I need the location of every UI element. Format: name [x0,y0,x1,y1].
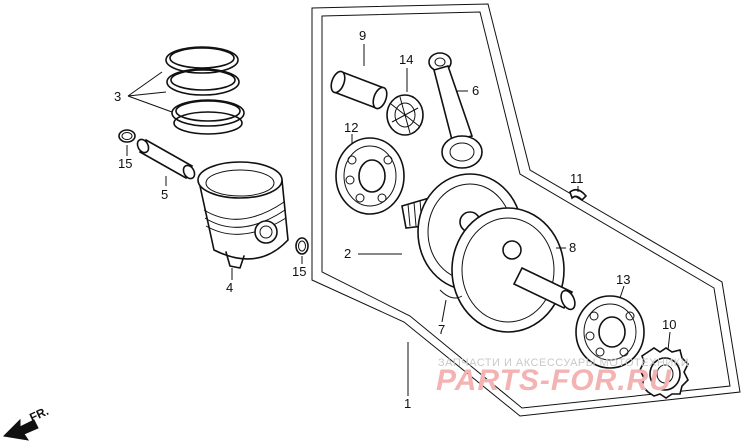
right-main-bearing [575,295,645,369]
assembly-frame [311,3,741,417]
crank-pin [330,70,388,110]
left-main-bearing [335,137,405,215]
callout-labels: 3 15 5 4 15 9 14 6 12 2 7 8 11 13 10 1 [114,28,676,411]
callout-7: 7 [438,322,445,337]
connecting-rod [428,52,483,169]
piston [197,161,289,269]
callout-13: 13 [616,272,630,287]
front-arrow-icon [2,418,39,441]
callout-5: 5 [161,187,168,202]
front-direction-indicator: FR. [2,404,51,441]
callout-4: 4 [226,280,233,295]
callout-8: 8 [569,240,576,255]
callout-15-left: 15 [118,156,132,171]
callout-12: 12 [344,120,358,135]
watermark-tagline: ЗАПЧАСТИ И АКСЕССУАРЫ МОТОТЕХНИКИ [438,357,689,369]
callout-15-right: 15 [292,264,306,279]
piston-pin-clip-left [118,129,136,143]
callout-2: 2 [344,246,351,261]
crankshaft [401,173,576,333]
piston-pin-clip-right [295,237,309,255]
callout-14: 14 [399,52,413,67]
callout-3: 3 [114,89,121,104]
callout-1: 1 [404,396,411,411]
callout-10: 10 [662,317,676,332]
piston-rings [165,46,245,135]
callout-11: 11 [570,171,584,186]
timing-sprocket [639,347,689,399]
callout-9: 9 [359,28,366,43]
callout-6: 6 [472,83,479,98]
assembly-frame-inner [321,11,731,409]
watermark-logo: PARTS-FOR.RU [436,364,672,397]
leader-lines [126,44,671,396]
watermark: ЗАПЧАСТИ И АКСЕССУАРЫ МОТОТЕХНИКИ PARTS-… [436,357,689,397]
piston-pin [136,138,196,180]
front-label: FR. [27,404,50,425]
woodruff-key [569,188,588,202]
needle-bearing [386,94,424,136]
